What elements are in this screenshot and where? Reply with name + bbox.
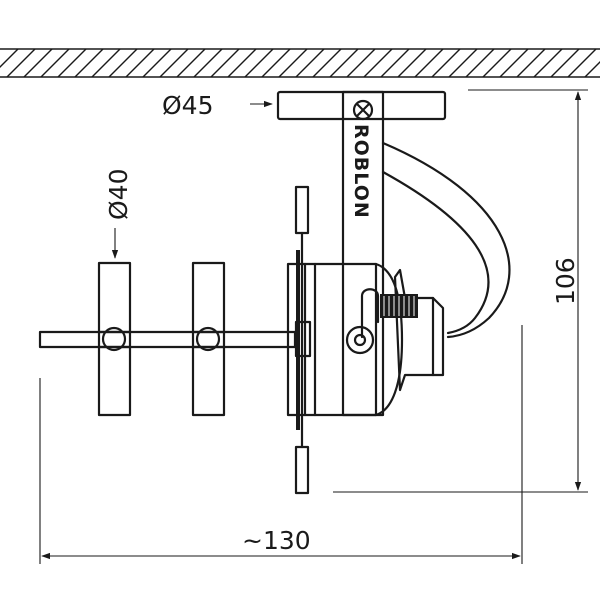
hatch-line	[346, 48, 376, 78]
hatch-line	[227, 48, 257, 78]
lamp-body	[286, 185, 404, 495]
hatch-line	[533, 48, 563, 78]
hatch-line	[499, 48, 529, 78]
hatch-line	[176, 48, 206, 78]
hatch-line	[159, 48, 189, 78]
hatch-line	[363, 48, 393, 78]
filter-blade	[296, 250, 300, 430]
brand-label: ROBLON	[350, 124, 372, 219]
hatch-line	[516, 48, 546, 78]
mounting-plate	[276, 90, 447, 121]
knob-ridges	[383, 296, 415, 316]
hatch-line	[295, 48, 325, 78]
hatch-line	[380, 48, 410, 78]
ceiling	[0, 48, 600, 78]
hatch-line	[244, 48, 274, 78]
hatch-line	[74, 48, 104, 78]
hatch-line	[261, 48, 291, 78]
screw-icon	[352, 99, 374, 121]
hatch-line	[210, 48, 240, 78]
horizontal-rod	[38, 330, 297, 349]
hatch-line	[312, 48, 342, 78]
hatch-line	[550, 48, 580, 78]
support-arm	[381, 141, 511, 339]
disc-2	[191, 261, 226, 417]
hatch-line	[448, 48, 478, 78]
hatch-line	[125, 48, 155, 78]
dimension-width: ~130	[39, 325, 523, 564]
hatch-line	[193, 48, 223, 78]
hatch-line	[23, 48, 53, 78]
hatch-line	[414, 48, 444, 78]
ceiling-hatch	[0, 48, 600, 78]
hatch-line	[465, 48, 495, 78]
hatch-line	[108, 48, 138, 78]
hatch-line	[329, 48, 359, 78]
hatch-line	[57, 48, 87, 78]
adjust-knob	[345, 288, 418, 355]
hatch-line	[6, 48, 36, 78]
hatch-line	[278, 48, 308, 78]
dim-width-label: ~130	[242, 526, 311, 555]
dimension-diameter-top: Ø45	[162, 91, 273, 120]
dim-diameter-top-label: Ø45	[162, 91, 214, 120]
hatch-line	[431, 48, 461, 78]
hatch-line	[40, 48, 70, 78]
hatch-line	[584, 61, 600, 78]
hatch-line	[567, 48, 597, 78]
hatch-line	[142, 48, 172, 78]
dim-diameter-left-label: Ø40	[104, 169, 133, 221]
dimension-height: 106	[333, 89, 588, 493]
hatch-line	[0, 48, 19, 68]
rear-housing	[393, 268, 445, 392]
bracket: ROBLON	[341, 90, 385, 417]
hatch-line	[397, 48, 427, 78]
hatch-line	[482, 48, 512, 78]
hatch-line	[91, 48, 121, 78]
dimension-diameter-left: Ø40	[104, 169, 133, 259]
disc-1	[97, 261, 132, 417]
dim-height-label: 106	[551, 257, 580, 305]
